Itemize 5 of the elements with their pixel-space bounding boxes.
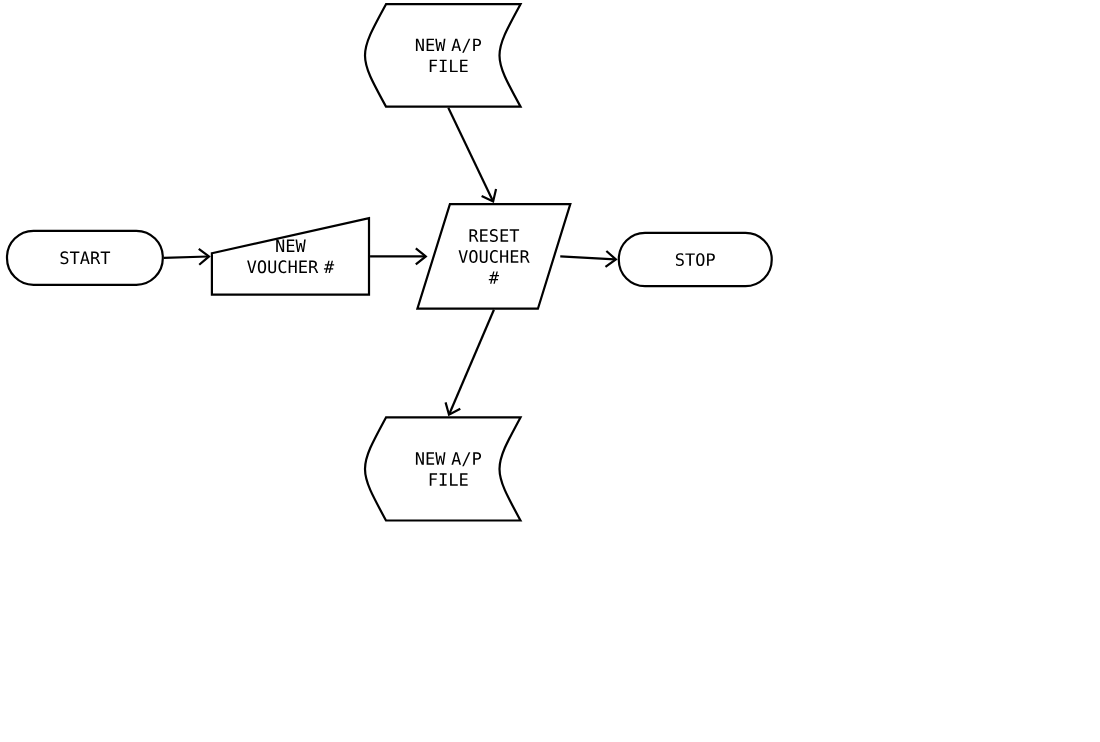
arrow xyxy=(560,250,618,268)
arrow xyxy=(444,309,495,417)
arrow xyxy=(370,247,428,266)
arrow xyxy=(447,107,498,204)
arrow xyxy=(163,247,211,266)
